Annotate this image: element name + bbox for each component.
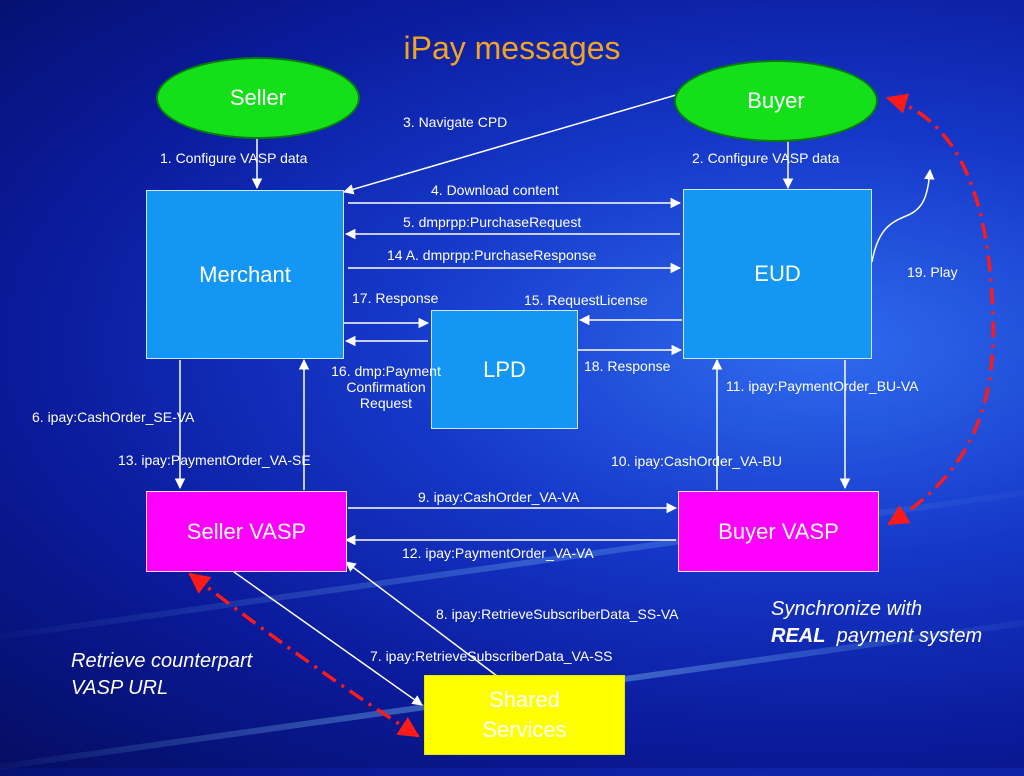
arrow-3-navigate <box>342 94 677 195</box>
message-label-14a: 14 A. dmprpp:PurchaseResponse <box>387 247 597 263</box>
message-label-7: 7. ipay:RetrieveSubscriberData_VA-SS <box>370 648 613 664</box>
buyer-vasp-label: Buyer VASP <box>718 518 839 544</box>
retrieve-note-line2: VASP URL <box>71 677 169 699</box>
eud-label: EUD <box>754 261 801 286</box>
sync-note-bold: REAL <box>771 625 826 647</box>
shared-services-label-line2: Services <box>482 717 567 742</box>
message-label-10: 10. ipay:CashOrder_VA-BU <box>611 453 782 469</box>
seller-label: Seller <box>229 85 287 110</box>
seller-vasp-label: Seller VASP <box>186 518 307 544</box>
dashed-retrieve-arrow <box>188 572 420 738</box>
message-label-15: 15. RequestLicense <box>524 292 648 308</box>
message-label-18: 18. Response <box>584 358 671 374</box>
eud-node: EUD <box>683 189 872 359</box>
shared-services-label-line1: Shared <box>489 687 560 712</box>
merchant-label: Merchant <box>199 261 291 287</box>
sync-note-rest: payment system <box>836 625 983 647</box>
shared-services-node: Shared Services <box>424 675 625 755</box>
message-label-12: 12. ipay:PaymentOrder_VA-VA <box>402 545 594 561</box>
message-label-1: 1. Configure VASP data <box>160 150 308 166</box>
message-label-16-line1: 16. dmp:Payment <box>331 363 441 379</box>
message-label-19: 19. Play <box>907 264 958 280</box>
sync-note: Synchronize with REAL payment system <box>771 596 982 650</box>
message-label-2: 2. Configure VASP data <box>692 150 840 166</box>
arrow-7-retrieve-subscriber <box>233 571 423 706</box>
message-label-8: 8. ipay:RetrieveSubscriberData_SS-VA <box>436 606 679 622</box>
lpd-label: LPD <box>483 357 526 382</box>
message-label-6: 6. ipay:CashOrder_SE-VA <box>32 409 195 425</box>
message-label-13: 13. ipay:PaymentOrder_VA-SE <box>118 452 311 468</box>
message-label-9: 9. ipay:CashOrder_VA-VA <box>418 489 580 505</box>
dashed-sync-arrow <box>885 93 995 526</box>
message-label-5: 5. dmprpp:PurchaseRequest <box>403 214 582 230</box>
message-label-11: 11. ipay:PaymentOrder_BU-VA <box>726 378 919 394</box>
sync-note-line1: Synchronize with <box>771 598 923 620</box>
seller-vasp-node: Seller VASP <box>146 491 347 572</box>
buyer-label: Buyer <box>747 88 805 113</box>
message-label-16: 16. dmp:Payment Confirmation Request <box>314 363 458 411</box>
merchant-node: Merchant <box>146 190 344 359</box>
sync-note-line2: REAL payment system <box>771 623 982 650</box>
message-label-17: 17. Response <box>352 290 439 306</box>
arrow-19-play <box>871 168 935 263</box>
message-label-3: 3. Navigate CPD <box>403 114 508 130</box>
seller-node: Seller <box>156 57 360 139</box>
lpd-node: LPD <box>431 310 578 429</box>
buyer-node: Buyer <box>674 60 878 142</box>
message-label-4: 4. Download content <box>431 182 559 198</box>
retrieve-note: Retrieve counterpart VASP URL <box>71 648 252 702</box>
message-label-16-line2: Confirmation <box>346 379 426 395</box>
retrieve-note-line1: Retrieve counterpart <box>71 650 253 672</box>
page-title: iPay messages <box>403 30 621 66</box>
message-label-16-line3: Request <box>359 395 413 411</box>
buyer-vasp-node: Buyer VASP <box>678 491 879 572</box>
